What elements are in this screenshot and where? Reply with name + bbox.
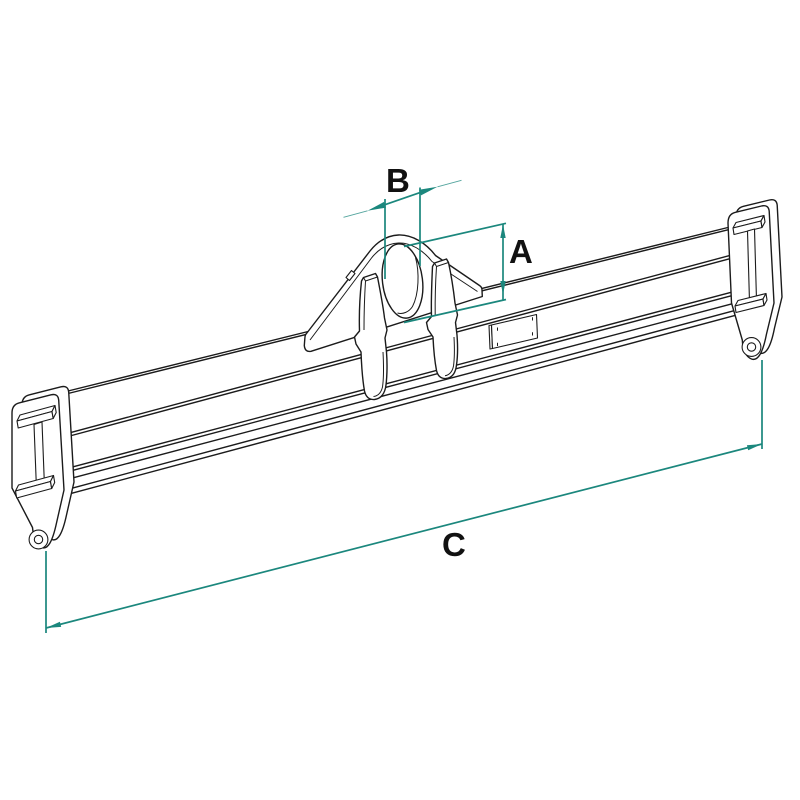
left-lug-hole [28, 529, 49, 550]
dimension-b: B [343, 162, 462, 279]
right-lug-hole [741, 337, 762, 357]
lug-slot-hole [381, 243, 424, 319]
dimension-label-a: A [509, 233, 533, 270]
left-keeper-plate [353, 272, 388, 401]
dimension-c: C [45, 360, 763, 633]
right-plate-ibeam-emboss [732, 214, 768, 314]
left-plate-ibeam-emboss [14, 404, 57, 499]
gusset-tab [345, 269, 356, 282]
right-keeper-plate [425, 258, 459, 380]
dimension-a: A [403, 222, 533, 324]
dimension-label-c: C [442, 526, 466, 563]
nameplate [488, 313, 539, 350]
right-end-plate [727, 199, 783, 361]
left-end-plate [11, 385, 75, 550]
dimension-label-b: B [386, 162, 410, 199]
